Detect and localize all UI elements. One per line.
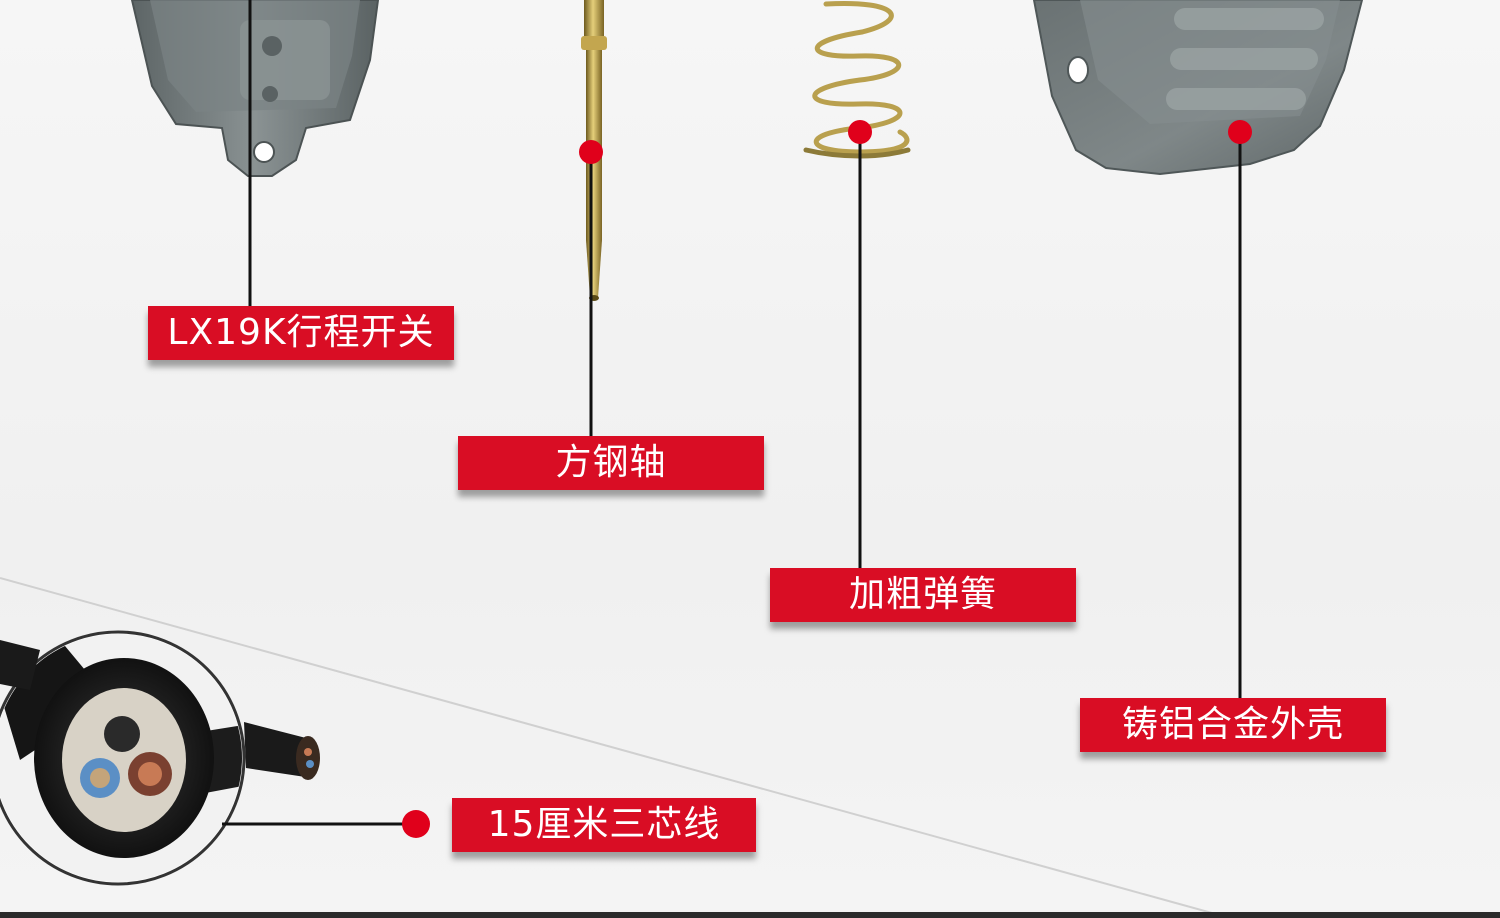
spring-image: [803, 0, 911, 159]
shaft-marker-dot: [579, 140, 603, 164]
cable-marker-dot: [402, 810, 430, 838]
separator-line: [0, 577, 1231, 918]
label-travel-switch: LX19K行程开关: [148, 306, 454, 360]
shell-marker-dot: [1228, 120, 1252, 144]
cable-closeup-image: [0, 630, 320, 886]
label-cast-aluminum-shell: 铸铝合金外壳: [1080, 698, 1386, 752]
label-thick-spring: 加粗弹簧: [770, 568, 1076, 622]
switch-housing-image: [130, 0, 380, 177]
label-square-steel-shaft: 方钢轴: [458, 436, 764, 490]
spring-marker-dot: [848, 120, 872, 144]
bottom-border: [0, 912, 1500, 918]
shell-housing-image: [1032, 0, 1364, 176]
label-three-core-cable: 15厘米三芯线: [452, 798, 756, 852]
